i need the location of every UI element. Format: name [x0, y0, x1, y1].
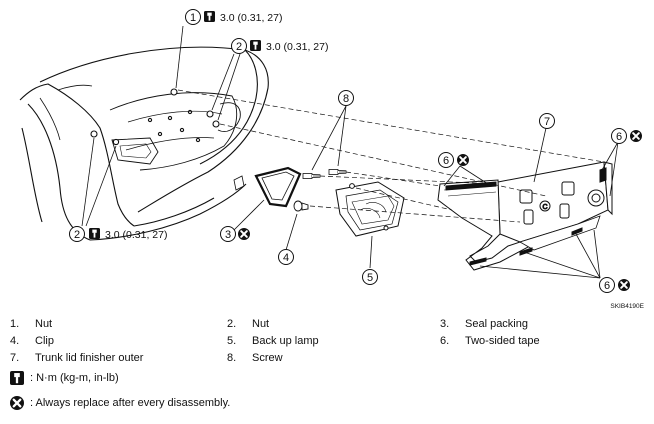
replace-icon — [617, 278, 631, 292]
leader-lines — [81, 25, 619, 279]
replace-icon — [456, 153, 470, 167]
callout-2-upper: 2 3.0 (0.31, 27) — [231, 38, 328, 54]
svg-text:8: 8 — [343, 93, 349, 105]
trunk-lid-finisher-outer: C — [437, 161, 613, 271]
svg-text:4: 4 — [283, 252, 289, 264]
torque-key: : N·m (kg-m, in-lb) — [10, 371, 119, 385]
callout-3: 3 — [220, 226, 251, 242]
replace-icon — [237, 227, 251, 241]
torque-icon — [10, 371, 24, 385]
replace-icon — [10, 396, 24, 410]
svg-text:1: 1 — [190, 12, 196, 24]
exploded-view-diagram: C 1 — [19, 9, 645, 310]
svg-text:6: 6 — [616, 131, 622, 143]
callout-6-right: 6 — [611, 128, 643, 144]
callout-7: 7 — [539, 113, 555, 129]
assembly-lines — [177, 89, 605, 223]
clip — [293, 200, 309, 212]
seal-packing — [254, 166, 302, 208]
replace-icon — [629, 129, 643, 143]
back-up-lamp — [335, 181, 405, 237]
svg-text:2: 2 — [74, 229, 80, 241]
parts-legend: 1. Nut 2. Nut 3. Seal packing 4. Clip 5.… — [10, 318, 540, 410]
callout-8: 8 — [338, 90, 354, 106]
callout-6-bottom: 6 — [599, 277, 631, 293]
vehicle-rear-body — [19, 46, 269, 241]
screw-lower — [328, 169, 347, 175]
svg-text:5: 5 — [367, 272, 373, 284]
svg-text:6: 6 — [443, 155, 449, 167]
callout-5: 5 — [362, 269, 378, 285]
replace-key: : Always replace after every disassembly… — [10, 396, 230, 410]
figure-code: SKIB4190E — [610, 303, 644, 310]
callout-1: 1 3.0 (0.31, 27) — [185, 9, 282, 25]
torque-value: 3.0 (0.31, 27) — [266, 41, 328, 53]
svg-text:6: 6 — [604, 280, 610, 292]
callout-4: 4 — [278, 249, 294, 265]
svg-text:7: 7 — [544, 116, 550, 128]
callout-6-left: 6 — [438, 152, 470, 168]
svg-text:2: 2 — [236, 41, 242, 53]
callout-2-lower: 2 3.0 (0.31, 27) — [69, 226, 167, 242]
svg-text:C: C — [542, 204, 547, 211]
svg-text:3: 3 — [225, 229, 231, 241]
torque-value: 3.0 (0.31, 27) — [105, 229, 167, 241]
torque-value: 3.0 (0.31, 27) — [220, 12, 282, 24]
screw-upper — [302, 173, 321, 179]
